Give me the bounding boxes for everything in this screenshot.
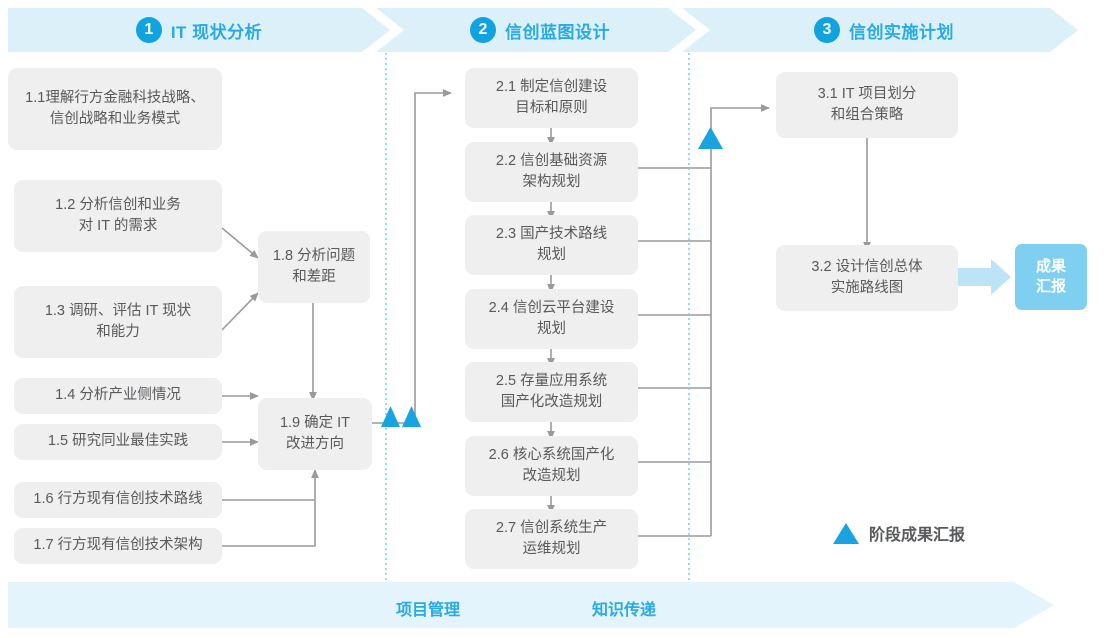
phase-banner-2[interactable]: 2 信创蓝图设计 [376,8,696,52]
legend-milestone: 阶段成果汇报 [833,521,965,545]
process-box-1-3[interactable]: 1.3 调研、评估 IT 现状 和能力 [14,286,222,358]
wire-bus-to-31 [710,104,770,536]
milestone-triangle-phase2 [698,127,723,149]
band-item-project-management: 项目管理 [396,602,461,619]
process-box-1-6[interactable]: 1.6 行方现有信创技术路线 [14,482,222,518]
wire-17-to-riser [222,500,316,547]
legend-label: 阶段成果汇报 [869,527,966,544]
process-box-1-4[interactable]: 1.4 分析产业侧情况 [14,378,222,414]
process-box-2-2[interactable]: 2.2 信创基础资源 架构规划 [465,142,638,202]
phase-number-2: 2 [470,17,496,43]
phase-label-1: IT 现状分析 [170,22,263,42]
process-box-1-5[interactable]: 1.5 研究同业最佳实践 [14,424,222,460]
wire-12-to-18 [221,227,259,259]
process-box-1-9[interactable]: 1.9 确定 IT 改进方向 [258,398,372,470]
process-box-2-5[interactable]: 2.5 存量应用系统 国产化改造规划 [465,362,638,422]
result-report-chip[interactable]: 成果 汇报 [1015,244,1087,310]
phase-number-1: 1 [135,17,162,43]
phase-banner-1[interactable]: 1 IT 现状分析 [8,8,390,52]
bottom-band [8,582,1054,628]
process-box-1-1[interactable]: 1.1理解行方金融科技战略、 信创战略和业务模式 [8,68,222,150]
process-box-1-2[interactable]: 1.2 分析信创和业务 对 IT 的需求 [14,180,222,252]
process-box-2-6[interactable]: 2.6 核心系统国产化 改造规划 [465,436,638,496]
phase-number-3: 3 [814,17,840,43]
triangle-icon [833,522,859,544]
band-item-knowledge-transfer: 知识传递 [592,602,657,619]
phase-label-2: 信创蓝图设计 [505,22,610,42]
process-box-2-1[interactable]: 2.1 制定信创建设 目标和原则 [465,68,638,128]
process-box-1-7[interactable]: 1.7 行方现有信创技术架构 [14,528,222,564]
milestone-triangle-phase1 [381,406,400,427]
phase-label-3: 信创实施计划 [849,22,954,42]
process-box-3-2[interactable]: 3.2 设计信创总体 实施路线图 [776,245,958,311]
wire-32-to-result [956,259,1011,295]
wire-13-to-18 [221,292,259,331]
process-box-2-3[interactable]: 2.3 国产技术路线 规划 [465,215,638,275]
phase-banner-3[interactable]: 3 信创实施计划 [682,8,1078,52]
process-box-2-4[interactable]: 2.4 信创云平台建设 规划 [465,289,638,349]
process-box-3-1[interactable]: 3.1 IT 项目划分 和组合策略 [776,72,958,138]
wire-19-to-21 [372,89,452,424]
process-box-1-8[interactable]: 1.8 分析问题 和差距 [258,231,370,303]
process-box-2-7[interactable]: 2.7 信创系统生产 运维规划 [465,509,638,569]
